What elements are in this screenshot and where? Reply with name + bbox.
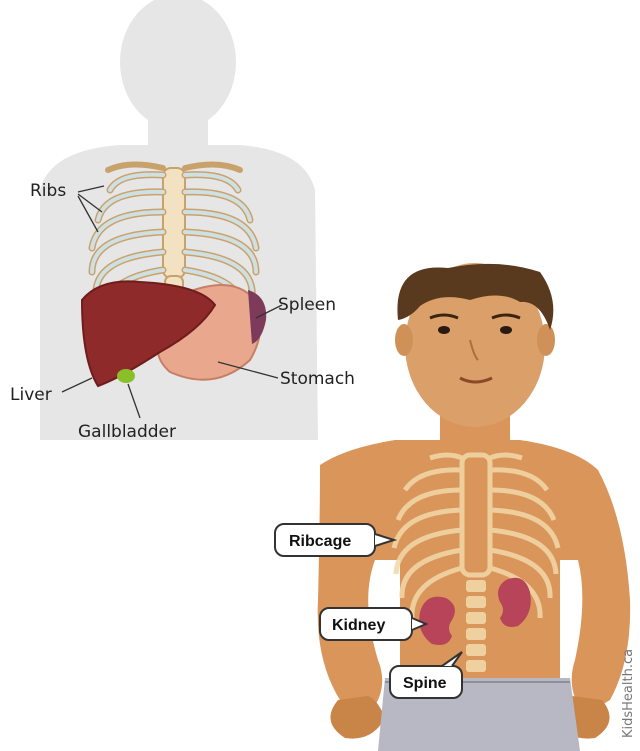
- label-liver: Liver: [10, 385, 52, 405]
- credit-text: KidsHealth.ca: [621, 649, 636, 738]
- label-ribcage: Ribcage: [289, 533, 351, 550]
- label-spine: Spine: [403, 675, 447, 692]
- boy-head: [395, 263, 555, 427]
- label-stomach: Stomach: [280, 369, 355, 389]
- gallbladder-organ: [117, 369, 135, 383]
- label-spleen: Spleen: [278, 295, 336, 315]
- label-kidney: Kidney: [332, 617, 385, 634]
- bottom-figure: Ribcage Kidney Spine KidsHealth.ca: [275, 263, 636, 751]
- label-ribs: Ribs: [30, 181, 66, 201]
- top-figure: Ribs Spleen Liver Stomach Gallbladder: [10, 0, 355, 442]
- callout-kidney: Kidney: [320, 608, 426, 640]
- label-gallbladder: Gallbladder: [78, 422, 176, 442]
